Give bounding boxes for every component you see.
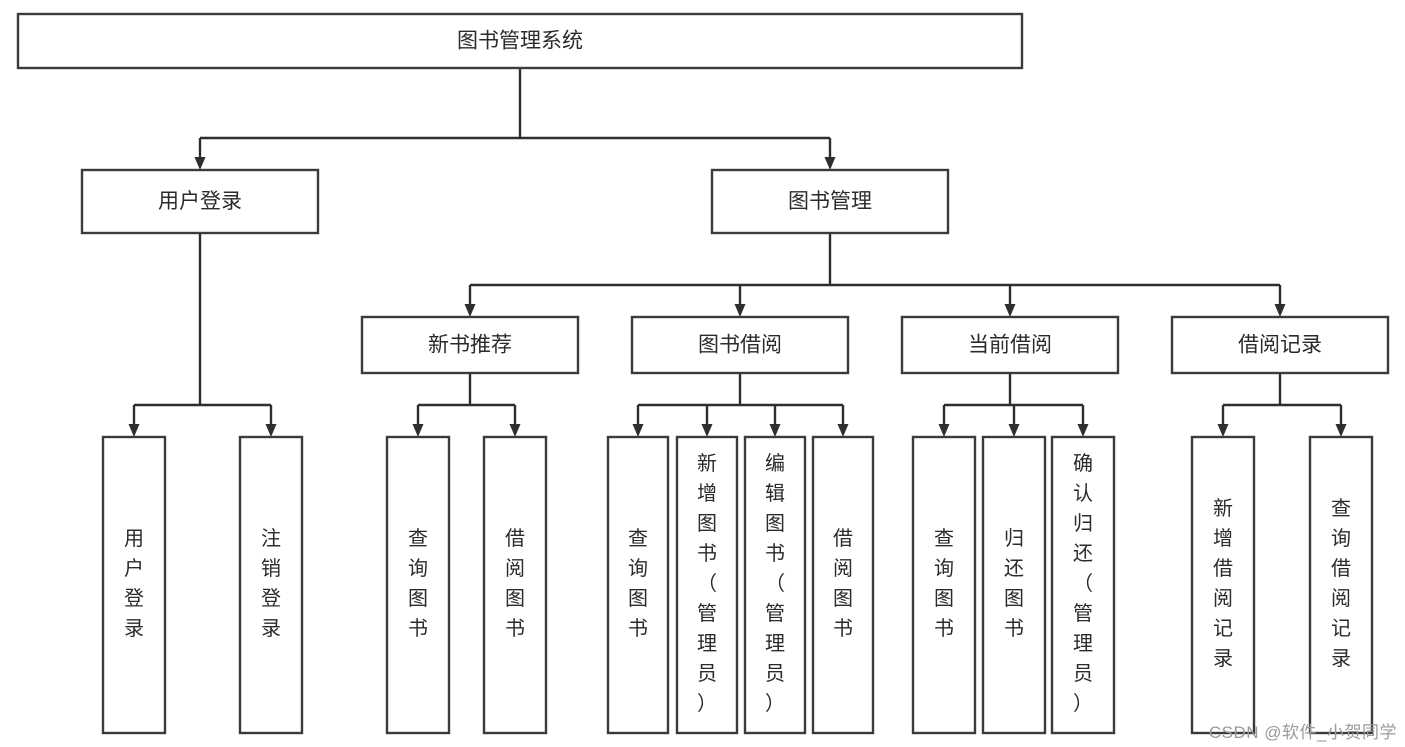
node-user-login[interactable]: 用户登录 [80,168,320,235]
node-box-borrow-record [1170,315,1390,375]
node-leaf-confirm-return-admin[interactable]: 确认归还（管理员） [1050,435,1116,735]
node-box-leaf-edit-book-admin [743,435,807,735]
arrow-head-leaf-confirm-return-admin [1077,424,1089,437]
node-box-new-book-rec [360,315,580,375]
arrow-head-leaf-query-book-1 [412,424,424,437]
node-label-leaf-user-login: 用户登录 [124,528,144,640]
node-label-leaf-confirm-return-admin: 确认归还（管理员） [1073,452,1093,715]
node-leaf-query-book-3[interactable]: 查询图书 [911,435,977,735]
node-box-book-borrow [630,315,850,375]
node-label-leaf-query-book-1: 查询图书 [408,527,428,640]
node-label-book-manage: 图书管理 [788,190,872,213]
node-label-root: 图书管理系统 [457,30,583,53]
arrow-head-user-login [194,157,206,170]
node-leaf-user-login[interactable]: 用户登录 [101,435,167,735]
arrow-head-new-book-rec [464,304,476,317]
node-box-user-login [80,168,320,235]
node-label-book-borrow: 图书借阅 [698,334,782,357]
node-label-leaf-edit-book-admin: 编辑图书（管理员） [765,452,785,715]
node-leaf-borrow-book-2[interactable]: 借阅图书 [811,435,875,735]
node-layer: 图书管理系统用户登录图书管理新书推荐图书借阅当前借阅借阅记录用户登录注销登录查询… [16,12,1390,735]
arrow-head-leaf-user-login [128,424,140,437]
node-leaf-borrow-book-1[interactable]: 借阅图书 [482,435,548,735]
arrow-head-leaf-query-book-2 [632,424,644,437]
edge-group-from-borrow-record [1217,373,1347,437]
node-label-leaf-logout-login: 注销登录 [261,527,281,640]
node-borrow-record[interactable]: 借阅记录 [1170,315,1390,375]
arrow-head-leaf-return-book [1008,424,1020,437]
node-label-current-borrow: 当前借阅 [968,334,1052,357]
node-box-book-manage [710,168,950,235]
arrow-head-leaf-borrow-book-2 [837,424,849,437]
node-leaf-logout-login[interactable]: 注销登录 [238,435,304,735]
node-leaf-add-borrow-record[interactable]: 新增借阅记录 [1190,435,1256,735]
node-label-leaf-query-book-2: 查询图书 [628,527,648,640]
arrow-head-leaf-borrow-book-1 [509,424,521,437]
edge-group-from-book-borrow [632,373,849,437]
arrow-head-book-borrow [734,304,746,317]
arrow-head-current-borrow [1004,304,1016,317]
arrow-head-leaf-query-borrow-record [1335,424,1347,437]
node-book-manage[interactable]: 图书管理 [710,168,950,235]
arrow-head-leaf-add-book-admin [701,424,713,437]
node-label-leaf-query-borrow-record: 查询借阅记录 [1331,497,1351,670]
node-leaf-query-book-1[interactable]: 查询图书 [385,435,451,735]
arrow-head-leaf-query-book-3 [938,424,950,437]
node-book-borrow[interactable]: 图书借阅 [630,315,850,375]
node-label-leaf-return-book: 归还图书 [1004,527,1024,640]
node-box-current-borrow [900,315,1120,375]
edge-group-from-root [194,68,836,170]
node-label-leaf-borrow-book-2: 借阅图书 [833,527,853,640]
node-new-book-rec[interactable]: 新书推荐 [360,315,580,375]
arrow-head-leaf-edit-book-admin [769,424,781,437]
node-box-leaf-user-login [101,435,167,735]
node-label-leaf-query-book-3: 查询图书 [934,527,954,640]
node-label-leaf-borrow-book-1: 借阅图书 [505,527,525,640]
edge-group-from-book-manage [464,233,1286,317]
node-box-leaf-add-book-admin [675,435,739,735]
node-box-leaf-query-book-1 [385,435,451,735]
node-leaf-edit-book-admin[interactable]: 编辑图书（管理员） [743,435,807,735]
node-box-leaf-query-book-3 [911,435,977,735]
node-box-leaf-borrow-book-1 [482,435,548,735]
node-box-leaf-add-borrow-record [1190,435,1256,735]
node-leaf-query-book-2[interactable]: 查询图书 [606,435,670,735]
node-box-leaf-borrow-book-2 [811,435,875,735]
node-current-borrow[interactable]: 当前借阅 [900,315,1120,375]
edge-group-from-new-book-rec [412,373,521,437]
node-box-leaf-logout-login [238,435,304,735]
node-label-user-login: 用户登录 [158,190,242,213]
node-box-root [16,12,1024,70]
edge-group-from-user-login [128,233,277,437]
node-box-leaf-confirm-return-admin [1050,435,1116,735]
node-box-leaf-query-borrow-record [1308,435,1374,735]
arrow-head-leaf-add-borrow-record [1217,424,1229,437]
node-label-borrow-record: 借阅记录 [1238,334,1322,357]
arrow-head-leaf-logout-login [265,424,277,437]
node-label-leaf-add-borrow-record: 新增借阅记录 [1213,497,1233,670]
edge-group-from-current-borrow [938,373,1089,437]
arrow-head-book-manage [824,157,836,170]
node-box-leaf-return-book [981,435,1047,735]
node-label-leaf-add-book-admin: 新增图书（管理员） [697,452,717,715]
node-label-new-book-rec: 新书推荐 [428,334,512,357]
node-root[interactable]: 图书管理系统 [16,12,1024,70]
node-leaf-return-book[interactable]: 归还图书 [981,435,1047,735]
node-leaf-query-borrow-record[interactable]: 查询借阅记录 [1308,435,1374,735]
node-leaf-add-book-admin[interactable]: 新增图书（管理员） [675,435,739,735]
arrow-head-borrow-record [1274,304,1286,317]
node-box-leaf-query-book-2 [606,435,670,735]
connector-layer [128,68,1347,437]
